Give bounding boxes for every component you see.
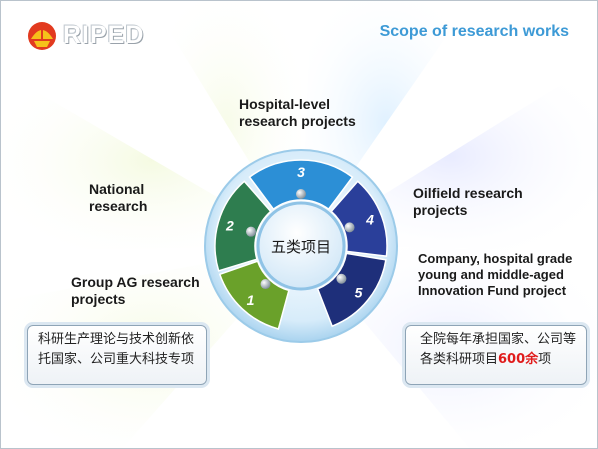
slide-title: Scope of research works <box>379 23 569 40</box>
segment-5 <box>316 252 387 328</box>
label-company-innovation-fund: Company, hospital grade young and middle… <box>418 251 573 298</box>
segment-number-5: 5 <box>355 285 363 301</box>
segment-3 <box>248 159 354 211</box>
segment-number-4: 4 <box>365 211 374 227</box>
project-count-highlight: 600余 <box>498 352 539 367</box>
label-group-ag-research: Group AG research projects <box>71 274 200 307</box>
note-left-line2: 托国家、公司重大科技专项 <box>38 352 195 367</box>
segment-number-2: 2 <box>225 218 234 234</box>
label-national-research: National research <box>89 181 148 214</box>
segment-bead-3 <box>296 189 306 199</box>
segment-number-1: 1 <box>247 292 255 308</box>
center-label: 五类项目 <box>271 239 331 256</box>
note-box-right: 全院每年承担国家、公司等 各类科研项目600余项 <box>405 325 587 385</box>
segment-bead-2 <box>246 226 257 237</box>
label-oilfield-research: Oilfield research projects <box>413 185 523 218</box>
note-right-line2: 各类科研项目600余项 <box>420 352 552 367</box>
logo-text: RIPED <box>63 21 145 49</box>
center-hub <box>256 201 346 291</box>
segment-4 <box>330 180 388 257</box>
segment-number-3: 3 <box>297 164 305 180</box>
segment-2 <box>214 180 272 272</box>
company-logo-icon <box>28 22 56 50</box>
segment-bead-4 <box>344 222 355 233</box>
segment-1 <box>218 260 290 330</box>
note-right-line1: 全院每年承担国家、公司等 <box>420 332 577 347</box>
note-box-left: 科研生产理论与技术创新依 托国家、公司重大科技专项 <box>27 325 207 385</box>
segment-bead-1 <box>260 279 271 290</box>
note-left-line1: 科研生产理论与技术创新依 <box>38 332 195 347</box>
segment-bead-5 <box>336 273 347 284</box>
label-hospital-level: Hospital-level research projects <box>239 96 356 129</box>
